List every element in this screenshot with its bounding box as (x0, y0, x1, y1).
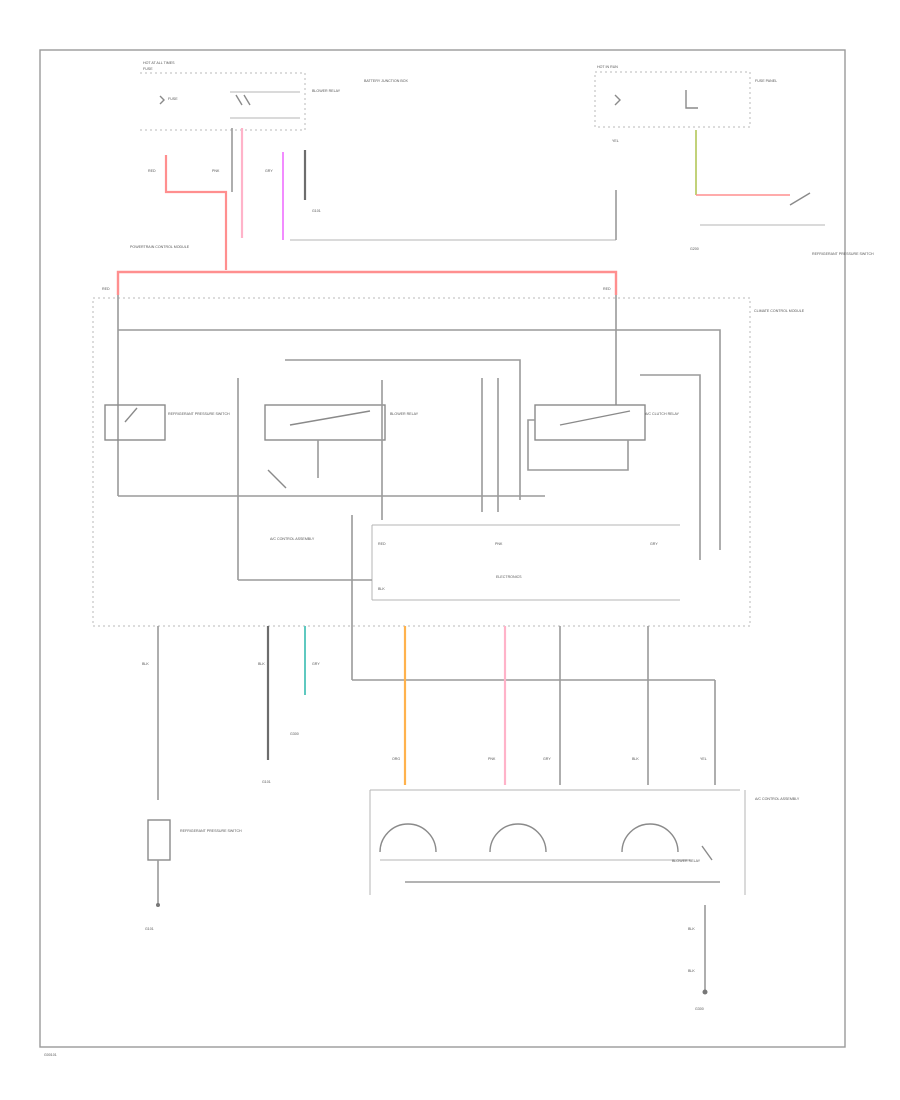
climate-control-module (92, 297, 751, 627)
relay-2-label: BLOWER RELAY (390, 412, 419, 416)
blower-relay-block: BLOWER RELAY (264, 404, 419, 478)
wire-pink-label-lower: PNK (488, 757, 496, 761)
climate-control-module-label: CLIMATE CONTROL MODULE (754, 309, 805, 313)
hot-in-run-label: HOT IN RUN (597, 65, 618, 69)
wire-gray-label-lower: GRY (543, 757, 551, 761)
refrigerant-pressure-switch-block: REFRIGERANT PRESSURE SWITCH (104, 404, 230, 441)
hot-at-all-times-label: HOT AT ALL TIMES (143, 61, 175, 65)
bus-red-label-right: RED (603, 287, 611, 291)
fuse-panel-label: FUSE PANEL (755, 79, 777, 83)
relay-3-label: A/C CLUTCH RELAY (645, 412, 680, 416)
control-assembly: A/C CONTROL ASSEMBLY BLOWER RELAY (369, 789, 800, 895)
electronics-pin-1: RED (378, 542, 386, 546)
wire-yellow-label-lower: YEL (700, 757, 707, 761)
refrigerant-switch-label: REFRIGERANT PRESSURE SWITCH (812, 252, 874, 256)
ground-label-black: G101 (262, 780, 271, 784)
relay-label: BLOWER RELAY (312, 89, 341, 93)
electronics-pin-4: BLK (378, 587, 385, 591)
wire-pink-label: PNK (212, 169, 220, 173)
ground-label-right: G200 (690, 247, 699, 251)
ground-label-left: G101 (145, 927, 154, 931)
relay-1-label: REFRIGERANT PRESSURE SWITCH (168, 412, 230, 416)
fuse-panel: HOT IN RUN FUSE PANEL YEL (594, 65, 777, 143)
clutch-relay-block: A/C CLUTCH RELAY (527, 404, 680, 471)
fuse-label: FUSE (143, 67, 153, 71)
wire-gray-label-1: GRY (265, 169, 273, 173)
fuse-panel-wire-label: YEL (612, 139, 619, 143)
left-component-label: REFRIGERANT PRESSURE SWITCH (180, 829, 242, 833)
wire-label-left-lower: BLK (142, 662, 149, 666)
module-switch-label: A/C CONTROL ASSEMBLY (270, 537, 315, 541)
diagram-frame (39, 49, 846, 1048)
battery-junction-box-label: BATTERY JUNCTION BOX (364, 79, 409, 83)
bus-red-label-left: RED (102, 287, 110, 291)
wire-label-black-lower: BLK (258, 662, 265, 666)
electronics-block: ELECTRONICS RED PNK GRY BLK (371, 524, 680, 601)
electronics-label: ELECTRONICS (496, 575, 522, 579)
ground-label-top: G101 (312, 209, 321, 213)
red-feed-wire (164, 155, 228, 270)
red-bus-wire (116, 270, 618, 295)
ground-label-mid: G300 (290, 732, 299, 736)
wire-red-label: RED (148, 169, 156, 173)
figure-id: G00101 (44, 1053, 57, 1057)
wire-label-chain-1: BLK (688, 927, 695, 931)
battery-junction-box: HOT AT ALL TIMES FUSE FUSE BLOWER RELAY … (140, 61, 409, 131)
electronics-pin-2: PNK (495, 542, 503, 546)
ground-label-bottom: G300 (695, 1007, 704, 1011)
wire-label-chain-2: BLK (688, 969, 695, 973)
fuse-amp-label: FUSE (168, 97, 178, 101)
wire-teal-label: GRY (312, 662, 320, 666)
wire-black-label-lower: BLK (632, 757, 639, 761)
blower-switch-label: BLOWER RELAY (672, 859, 701, 863)
left-component: REFRIGERANT PRESSURE SWITCH G101 (145, 819, 242, 931)
wire-orange-label: ORG (392, 757, 400, 761)
control-assembly-label: A/C CONTROL ASSEMBLY (755, 797, 800, 801)
pcm-label: POWERTRAIN CONTROL MODULE (130, 245, 190, 249)
electronics-pin-3: GRY (650, 542, 658, 546)
